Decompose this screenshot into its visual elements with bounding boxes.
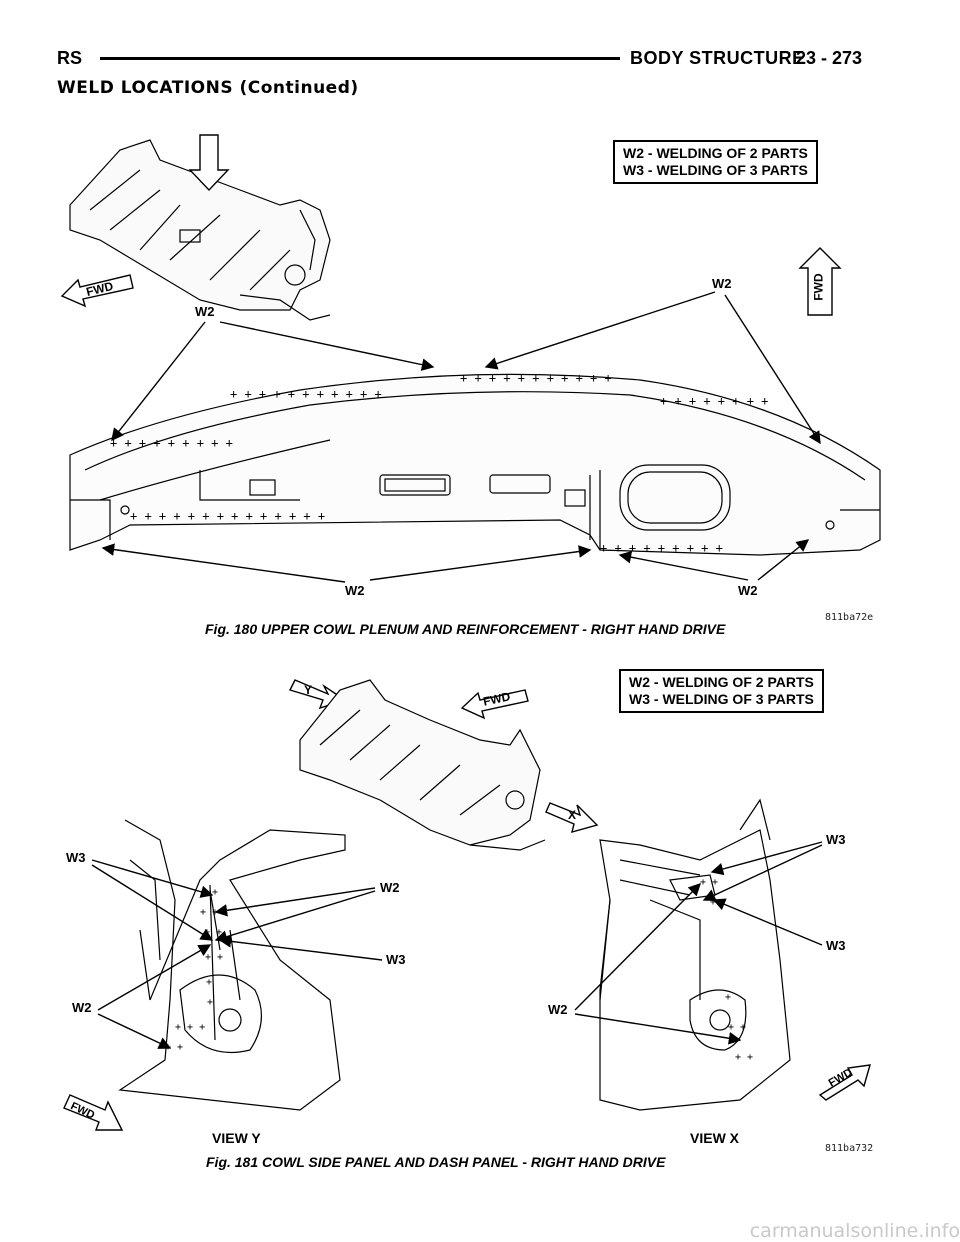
fwd-up-arrow-icon bbox=[798, 247, 842, 316]
header-section-code: RS bbox=[57, 48, 83, 68]
svg-text:+ + + + + + + + +: + + + + + + + + + bbox=[110, 436, 233, 450]
fig180-legend-w2: W2 - WELDING OF 2 PARTS bbox=[623, 145, 808, 161]
page-number: 23 - 273 bbox=[796, 48, 863, 68]
svg-text:+ + + + + + + + + + +: + + + + + + + + + + + bbox=[460, 371, 612, 385]
fig180-caption: Fig. 180 UPPER COWL PLENUM AND REINFORCE… bbox=[205, 621, 726, 637]
view-y-label: VIEW Y bbox=[212, 1130, 261, 1146]
fig180-legend-w3: W3 - WELDING OF 3 PARTS bbox=[623, 162, 808, 178]
fwd-arrow-icon bbox=[60, 274, 134, 308]
fig180-leader-lines bbox=[101, 291, 821, 583]
svg-text:+ + + + + + + + + + + + + +: + + + + + + + + + + + + + + bbox=[130, 509, 325, 523]
fig181-label-w3-right-mid: W3 bbox=[826, 938, 846, 953]
fig181-label-w2-mid-left: W2 bbox=[380, 880, 400, 895]
fwd-up-arrow-label: FWD bbox=[811, 273, 826, 301]
svg-text:+ +: + + bbox=[200, 907, 218, 918]
fig181-leader-lines bbox=[91, 841, 823, 1049]
fig181-code: 811ba732 bbox=[825, 1143, 874, 1154]
svg-text:+ +: + + bbox=[728, 1022, 746, 1033]
fig180-assembly-inset bbox=[69, 139, 331, 321]
fig180-legend: W2 - WELDING OF 2 PARTS W3 - WELDING OF … bbox=[613, 140, 818, 184]
fig181-label-w3-left: W3 bbox=[66, 850, 86, 865]
header-rule bbox=[100, 57, 620, 60]
fig181-legend-w3: W3 - WELDING OF 3 PARTS bbox=[629, 691, 814, 707]
svg-text:+ + + + + + + +: + + + + + + + + bbox=[660, 394, 768, 408]
view-y-drawing bbox=[118, 819, 346, 1111]
svg-text:+: + bbox=[710, 897, 716, 908]
view-x-drawing bbox=[599, 798, 791, 1111]
svg-text:+ + + + + + + + +: + + + + + + + + + bbox=[600, 541, 723, 555]
svg-text:+ +: + + bbox=[165, 1042, 183, 1053]
fwd-arrow-icon-top bbox=[460, 689, 529, 720]
fig181-label-w3-right-top: W3 bbox=[826, 832, 846, 847]
watermark: carmanualsonline.info bbox=[749, 1220, 960, 1242]
fig180-label-w2-bottom-mid: W2 bbox=[345, 583, 365, 598]
fig181-label-w2-right: W2 bbox=[548, 1002, 568, 1017]
fig180-code: 811ba72e bbox=[825, 612, 874, 623]
fig181-caption: Fig. 181 COWL SIDE PANEL AND DASH PANEL … bbox=[206, 1154, 666, 1170]
svg-text:+ +: + + bbox=[735, 1052, 753, 1063]
fig181-label-w2-low-left: W2 bbox=[72, 1000, 92, 1015]
down-arrow bbox=[188, 134, 230, 192]
svg-text:+ +: + + bbox=[700, 877, 718, 888]
view-x-marker bbox=[545, 802, 599, 833]
header-title: BODY STRUCTURE bbox=[630, 48, 805, 68]
svg-text:+: + bbox=[206, 977, 212, 988]
svg-text:+: + bbox=[207, 997, 213, 1008]
fig181-label-w3-mid-left: W3 bbox=[386, 952, 406, 967]
svg-text:+ +: + + bbox=[205, 952, 223, 963]
fig180-label-w2-bottom-right: W2 bbox=[738, 583, 758, 598]
fwd-arrow-icon-bottom-right bbox=[818, 1064, 871, 1101]
view-x-marker-label: X bbox=[568, 808, 577, 822]
view-y-marker-label: Y bbox=[304, 683, 313, 697]
fwd-arrow-icon-bottom-left bbox=[63, 1094, 124, 1131]
fig180-label-w2-top-left: W2 bbox=[195, 304, 215, 319]
fig180-label-w2-top-right: W2 bbox=[712, 276, 732, 291]
fig181-assembly-inset bbox=[299, 679, 546, 851]
fig181-legend-w2: W2 - WELDING OF 2 PARTS bbox=[629, 674, 814, 690]
section-title: WELD LOCATIONS (Continued) bbox=[57, 78, 359, 98]
view-x-label: VIEW X bbox=[690, 1130, 740, 1146]
fig180-cowl-panel bbox=[69, 373, 881, 556]
svg-text:+ + +: + + + bbox=[175, 1022, 205, 1033]
fig181-legend: W2 - WELDING OF 2 PARTS W3 - WELDING OF … bbox=[619, 669, 824, 713]
svg-text:+: + bbox=[725, 992, 731, 1003]
svg-text:+ + + + + + + + + + +: + + + + + + + + + + + bbox=[230, 387, 382, 401]
